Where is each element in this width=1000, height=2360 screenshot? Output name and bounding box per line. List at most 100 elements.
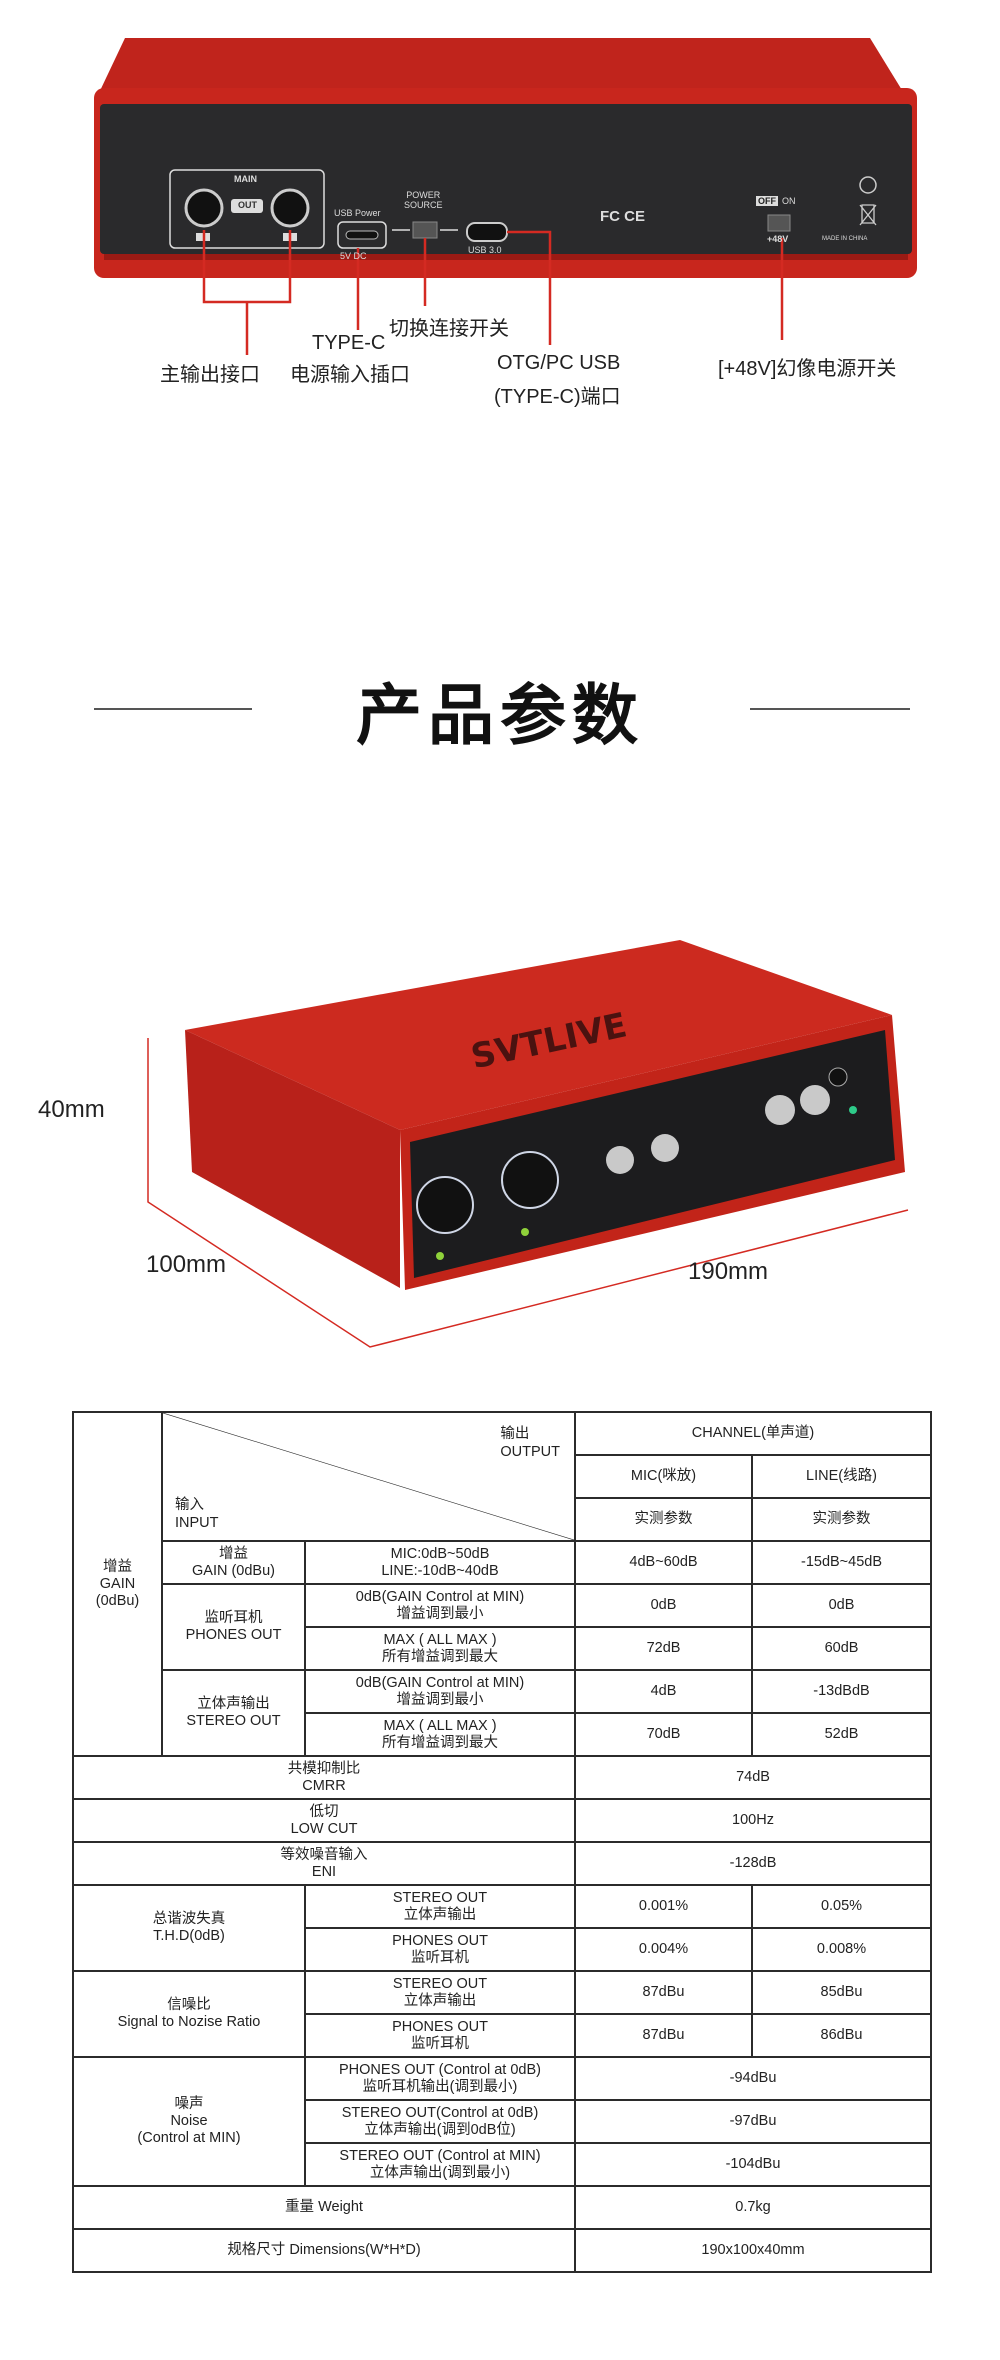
table-row: 实测参数 实测参数 xyxy=(73,1497,933,1542)
line-value: 85dBu xyxy=(750,1970,933,2015)
cond-cell: 0dB(GAIN Control at MIN) 增益调到最小 xyxy=(304,1583,576,1628)
measured-line-header: 实测参数 xyxy=(750,1497,933,1542)
cond-cell: PHONES OUT 监听耳机 xyxy=(304,1927,576,1972)
eni-value: -128dB xyxy=(573,1841,933,1886)
on-label: ON xyxy=(782,196,796,206)
section-title: 产品参数 xyxy=(356,677,644,754)
diagonal-header: 输出 OUTPUT 输入 INPUT xyxy=(161,1411,576,1542)
table-row: PHONES OUT 监听耳机 0.004% 0.008% xyxy=(73,1927,933,1972)
lowcut-value: 100Hz xyxy=(573,1798,933,1843)
dc-label: 5V DC xyxy=(340,251,367,261)
power-source-label: POWER SOURCE xyxy=(404,190,443,210)
gain-knob-1 xyxy=(606,1146,634,1174)
main-out-frame xyxy=(169,169,325,249)
thd-label: 总谐波失真 T.H.D(0dB) xyxy=(72,1884,306,1972)
noise-value: -94dBu xyxy=(573,2056,933,2101)
weee-bin-icon xyxy=(859,204,877,226)
line-value: 0.008% xyxy=(750,1927,933,1972)
dimensions-label: 规格尺寸 Dimensions(W*H*D) xyxy=(72,2228,576,2273)
usb3-label: USB 3.0 xyxy=(468,245,502,255)
weight-value: 0.7kg xyxy=(573,2185,933,2230)
table-row: 增益 GAIN (0dBu) MIC:0dB~50dB LINE:-10dB~4… xyxy=(73,1540,933,1585)
callout-typec-sub: 电源输入插口 xyxy=(290,364,410,386)
device-side-face xyxy=(185,1030,400,1288)
table-row: 总谐波失真 T.H.D(0dB) STEREO OUT 立体声输出 0.001%… xyxy=(72,1884,933,1972)
cond-cell: STEREO OUT(Control at 0dB) 立体声输出(调到0dB位) xyxy=(304,2099,576,2144)
off-label: OFF xyxy=(756,196,778,206)
made-in-label: MADE IN CHINA xyxy=(822,236,868,242)
snr-label: 信噪比 Signal to Nozise Ratio xyxy=(72,1970,306,2058)
usb-power-label: USB Power xyxy=(334,208,381,218)
cond-cell: PHONES OUT (Control at 0dB) 监听耳机输出(调到最小) xyxy=(304,2056,576,2101)
line-value: 0dB xyxy=(750,1583,933,1628)
line-value: 86dBu xyxy=(750,2013,933,2058)
table-row: 噪声 Noise (Control at MIN) PHONES OUT (Co… xyxy=(72,2056,933,2187)
cert-marks: FC CE xyxy=(600,208,645,225)
channel-header: CHANNEL(单声道) xyxy=(573,1411,933,1456)
headphone-jack xyxy=(828,1067,848,1087)
table-row: 低切 LOW CUT 100Hz xyxy=(72,1798,933,1843)
p48-label: +48V xyxy=(767,234,789,244)
title-rule-right xyxy=(750,708,910,710)
mic-value: 72dB xyxy=(574,1626,753,1671)
output-label: 输出 OUTPUT xyxy=(500,1426,560,1460)
dimension-lines xyxy=(147,1038,909,1348)
xlr-combo-2 xyxy=(501,1151,559,1209)
main-knob xyxy=(765,1095,795,1125)
input-label: 输入 INPUT xyxy=(175,1497,219,1531)
noise-value: -97dBu xyxy=(573,2099,933,2144)
dimensions-value: 190x100x40mm xyxy=(573,2228,933,2273)
callout-phantom: [+48V]幻像电源开关 xyxy=(718,358,897,380)
phones-label: 监听耳机 PHONES OUT xyxy=(161,1583,306,1671)
dim-depth: 100mm xyxy=(146,1251,227,1278)
cond-cell: PHONES OUT 监听耳机 xyxy=(304,2013,576,2058)
main-out-jack-left xyxy=(184,188,224,228)
table-row: MAX ( ALL MAX ) 所有增益调到最大 70dB 52dB xyxy=(73,1712,933,1757)
usb-power-port xyxy=(337,221,387,249)
noise-value: -104dBu xyxy=(573,2142,933,2187)
table-row: 增益 GAIN (0dBu) 输出 OUTPUT 输入 INPUT CHANNE… xyxy=(72,1411,933,1757)
line-value: 0.05% xyxy=(750,1884,933,1929)
mic-value: 0dB xyxy=(574,1583,753,1628)
table-row: 立体声输出 STEREO OUT 0dB(GAIN Control at MIN… xyxy=(73,1669,933,1757)
spec-table: 增益 GAIN (0dBu) 输出 OUTPUT 输入 INPUT CHANNE… xyxy=(72,1411,933,2273)
table-row: 重量 Weight 0.7kg xyxy=(72,2185,933,2230)
cmrr-value: 74dB xyxy=(573,1755,933,1800)
cond-cell: STEREO OUT 立体声输出 xyxy=(304,1970,576,2015)
table-row: MAX ( ALL MAX ) 所有增益调到最大 72dB 60dB xyxy=(73,1626,933,1671)
gain-group-label: 增益 GAIN (0dBu) xyxy=(72,1411,163,1757)
line-value: -13dBdB xyxy=(750,1669,933,1714)
eni-label: 等效噪音输入 ENI xyxy=(72,1841,576,1886)
callout-switch: 切换连接开关 xyxy=(389,318,509,340)
cond-cell: 0dB(GAIN Control at MIN) 增益调到最小 xyxy=(304,1669,576,1714)
table-row: STEREO OUT (Control at MIN) 立体声输出(调到最小) … xyxy=(73,2142,933,2187)
table-row: 监听耳机 PHONES OUT 0dB(GAIN Control at MIN)… xyxy=(73,1583,933,1671)
gain-row-cond: MIC:0dB~50dB LINE:-10dB~40dB xyxy=(304,1540,576,1585)
line-value: 60dB xyxy=(750,1626,933,1671)
gain-row-line: -15dB~45dB xyxy=(750,1540,933,1585)
table-row: 共模抑制比 CMRR 74dB xyxy=(72,1755,933,1800)
device-top-face xyxy=(185,940,892,1130)
ground-icon xyxy=(859,176,877,194)
table-row: MIC(咪放) LINE(线路) xyxy=(73,1454,933,1499)
table-row: 规格尺寸 Dimensions(W*H*D) 190x100x40mm xyxy=(72,2228,933,2273)
weight-label: 重量 Weight xyxy=(72,2185,576,2230)
measured-mic-header: 实测参数 xyxy=(574,1497,753,1542)
table-row: STEREO OUT(Control at 0dB) 立体声输出(调到0dB位)… xyxy=(73,2099,933,2144)
callout-otg-1: OTG/PC USB xyxy=(497,352,621,374)
line-header: LINE(线路) xyxy=(750,1454,933,1499)
lowcut-label: 低切 LOW CUT xyxy=(72,1798,576,1843)
phantom-switch xyxy=(767,214,791,232)
callout-typec-title: TYPE-C xyxy=(312,332,386,354)
mic-value: 70dB xyxy=(574,1712,753,1757)
cond-cell: MAX ( ALL MAX ) 所有增益调到最大 xyxy=(304,1712,576,1757)
dim-height: 40mm xyxy=(38,1096,105,1123)
phone-knob xyxy=(800,1085,830,1115)
line-value: 52dB xyxy=(750,1712,933,1757)
back-panel-image xyxy=(94,38,917,355)
stereo-label: 立体声输出 STEREO OUT xyxy=(161,1669,306,1757)
mic-value: 4dB xyxy=(574,1669,753,1714)
noise-label: 噪声 Noise (Control at MIN) xyxy=(72,2056,306,2187)
mic-value: 87dBu xyxy=(574,1970,753,2015)
mic-value: 0.001% xyxy=(574,1884,753,1929)
